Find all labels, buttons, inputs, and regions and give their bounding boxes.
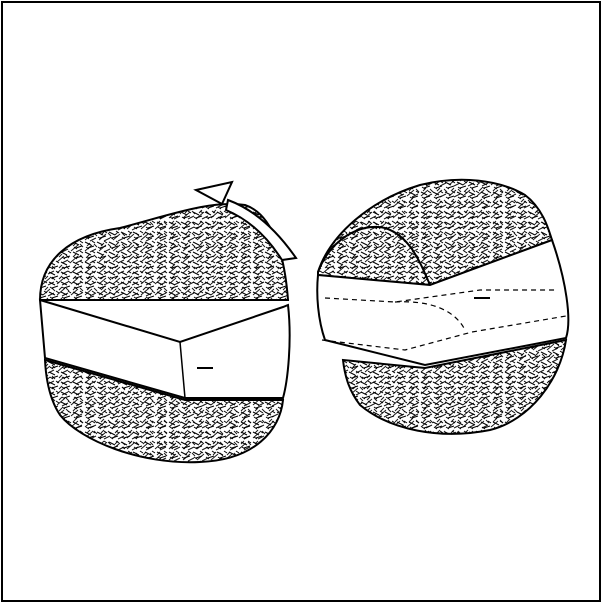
right-bale: [317, 180, 568, 434]
left-bale: [40, 204, 290, 462]
